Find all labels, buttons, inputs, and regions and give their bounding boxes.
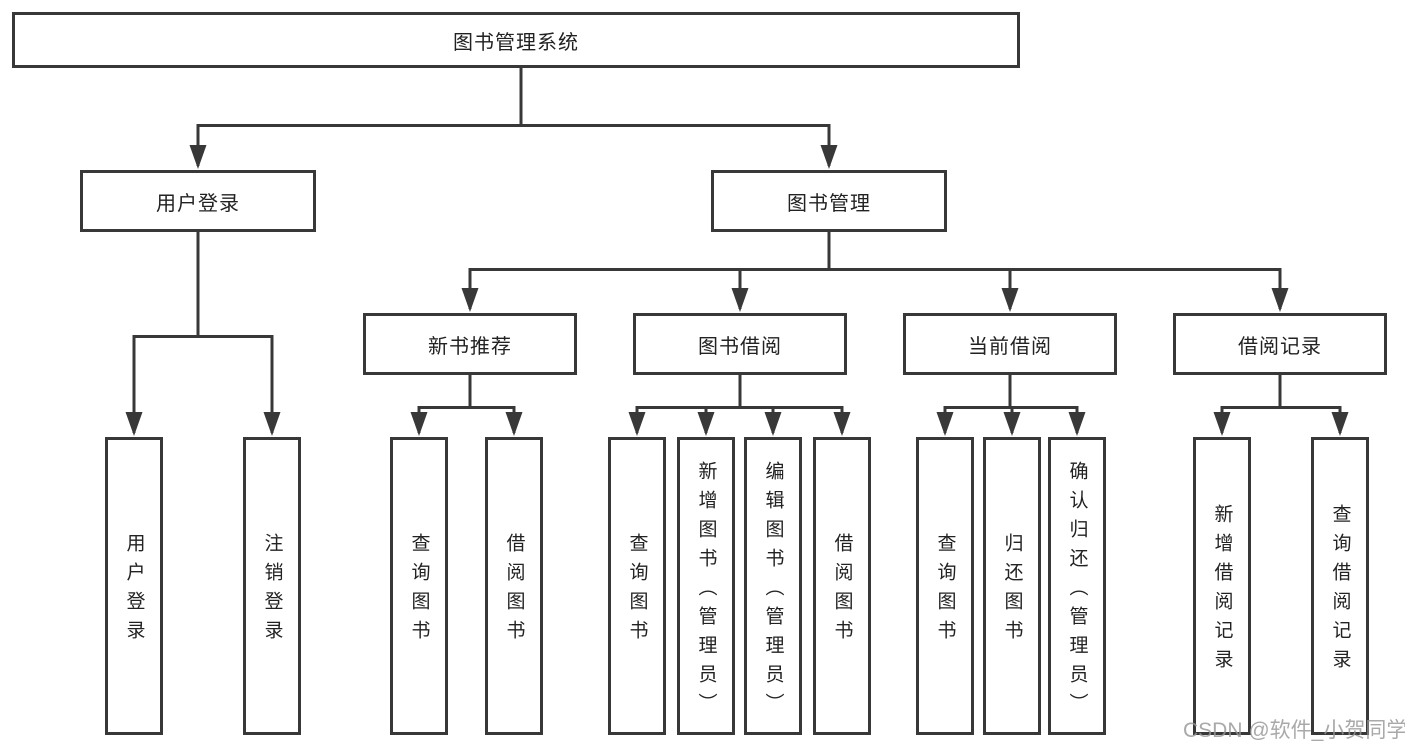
node-book-management-label: 图书管理 bbox=[787, 192, 871, 215]
node-nb-query-book-label: 查询图书 bbox=[408, 533, 430, 649]
node-cb-query-book-label: 查询图书 bbox=[934, 533, 956, 649]
connector-user-login-trunk bbox=[132, 232, 274, 338]
node-borrow-records: 借阅记录 bbox=[1173, 313, 1387, 375]
node-nb-borrow-book: 借阅图书 bbox=[485, 437, 543, 735]
node-leaf-logout: 注销登录 bbox=[243, 437, 301, 735]
node-bb-add-book: 新增图书（管理员） bbox=[677, 437, 735, 735]
node-bb-query-book: 查询图书 bbox=[608, 437, 666, 735]
csdn-watermark: CSDN @软件_小贺同学 bbox=[1183, 719, 1405, 742]
node-book-borrow-label: 图书借阅 bbox=[698, 335, 782, 358]
connector-book-borrow-trunk bbox=[635, 375, 844, 409]
node-new-book-recommend: 新书推荐 bbox=[363, 313, 577, 375]
connector-current-borrow-trunk bbox=[943, 375, 1079, 409]
node-bb-edit-book: 编辑图书（管理员） bbox=[744, 437, 802, 735]
node-bb-borrow-book: 借阅图书 bbox=[813, 437, 871, 735]
node-leaf-user-login-label: 用户登录 bbox=[123, 533, 145, 649]
node-borrow-records-label: 借阅记录 bbox=[1238, 335, 1322, 358]
node-root-system-label: 图书管理系统 bbox=[453, 31, 579, 54]
connector-book-management-trunk bbox=[468, 232, 1282, 271]
node-book-management: 图书管理 bbox=[711, 170, 947, 232]
connector-root-trunk bbox=[196, 68, 831, 127]
node-new-book-recommend-label: 新书推荐 bbox=[428, 335, 512, 358]
node-cb-confirm-return-label: 确认归还（管理员） bbox=[1066, 460, 1088, 722]
connector-new-book-trunk bbox=[417, 375, 516, 409]
node-user-login-group-label: 用户登录 bbox=[156, 192, 240, 215]
connector-borrow-records-trunk bbox=[1220, 375, 1342, 409]
node-br-query-record-label: 查询借阅记录 bbox=[1329, 504, 1351, 678]
node-leaf-user-login: 用户登录 bbox=[105, 437, 163, 735]
node-nb-query-book: 查询图书 bbox=[390, 437, 448, 735]
node-bb-edit-book-label: 编辑图书（管理员） bbox=[762, 460, 784, 722]
node-leaf-logout-label: 注销登录 bbox=[261, 533, 283, 649]
node-root-system: 图书管理系统 bbox=[12, 12, 1020, 68]
node-br-query-record: 查询借阅记录 bbox=[1311, 437, 1369, 735]
node-current-borrow: 当前借阅 bbox=[903, 313, 1117, 375]
node-bb-borrow-book-label: 借阅图书 bbox=[831, 533, 853, 649]
node-cb-return-book: 归还图书 bbox=[983, 437, 1041, 735]
node-nb-borrow-book-label: 借阅图书 bbox=[503, 533, 525, 649]
node-book-borrow: 图书借阅 bbox=[633, 313, 847, 375]
node-user-login-group: 用户登录 bbox=[80, 170, 316, 232]
node-current-borrow-label: 当前借阅 bbox=[968, 335, 1052, 358]
node-br-add-record: 新增借阅记录 bbox=[1193, 437, 1251, 735]
node-bb-add-book-label: 新增图书（管理员） bbox=[695, 460, 717, 722]
node-cb-return-book-label: 归还图书 bbox=[1001, 533, 1023, 649]
node-cb-query-book: 查询图书 bbox=[916, 437, 974, 735]
node-cb-confirm-return: 确认归还（管理员） bbox=[1048, 437, 1106, 735]
node-bb-query-book-label: 查询图书 bbox=[626, 533, 648, 649]
node-br-add-record-label: 新增借阅记录 bbox=[1211, 504, 1233, 678]
